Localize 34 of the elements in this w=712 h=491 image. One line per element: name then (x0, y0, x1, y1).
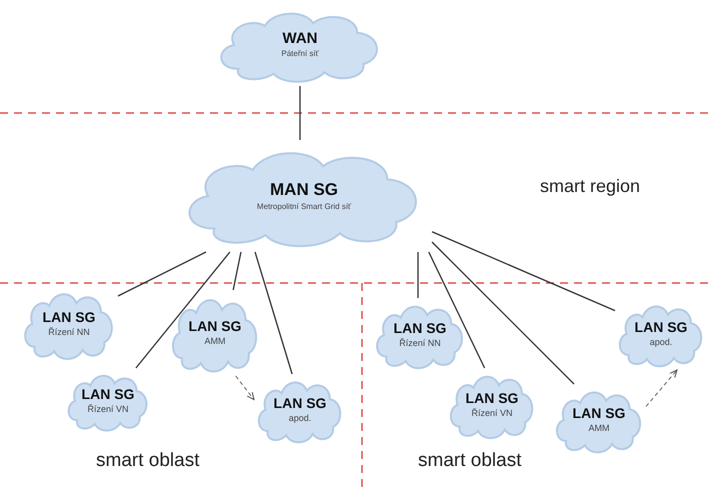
connector-line (118, 251, 206, 297)
node-subtitle: Metropolitní Smart Grid síť (256, 202, 352, 212)
connector-line (417, 252, 419, 298)
node-subtitle: Řízení VN (471, 408, 512, 420)
connector-line (254, 252, 293, 374)
connector-line (432, 231, 616, 312)
node-subtitle: Řízení VN (87, 404, 128, 416)
arrow (235, 376, 255, 400)
connector-line (135, 252, 230, 368)
connector-line (232, 252, 242, 290)
connector-line (432, 242, 574, 384)
node-title: LAN SG (274, 396, 326, 412)
node-subtitle: Řízení NN (48, 327, 90, 338)
node-subtitle: apod. (288, 413, 312, 424)
connector-line (299, 86, 301, 140)
node-title: WAN (282, 30, 318, 48)
region-label: smart oblast (418, 450, 522, 472)
node-subtitle: AMM (204, 336, 226, 348)
node-subtitle: apod. (650, 337, 672, 348)
node-subtitle: Páteřní síť (281, 49, 319, 60)
node-title: MAN SG (270, 180, 338, 200)
node-title: LAN SG (82, 386, 134, 402)
node-subtitle: AMM (588, 423, 610, 434)
node-title: LAN SG (466, 390, 518, 406)
region-label: smart oblast (96, 450, 200, 472)
arrow (646, 369, 678, 407)
region-label: smart region (540, 176, 640, 197)
node-title: LAN SG (572, 406, 626, 422)
node-title: LAN SG (188, 318, 242, 334)
node-title: LAN SG (394, 320, 446, 336)
connector-line (428, 252, 486, 368)
node-title: LAN SG (634, 320, 688, 336)
node-subtitle: Řízení NN (399, 338, 441, 350)
node-title: LAN SG (42, 310, 96, 326)
